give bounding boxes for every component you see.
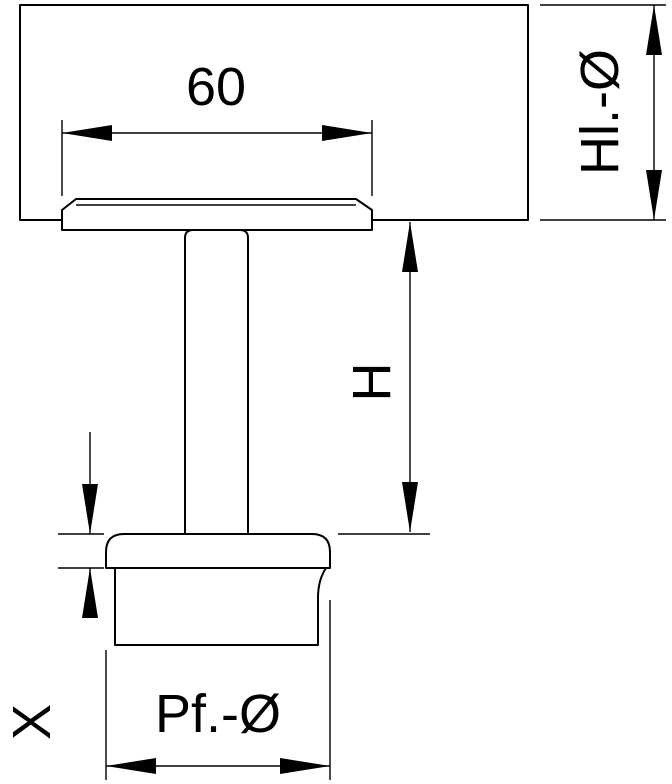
dim-x-arrow-top — [82, 484, 98, 534]
dim-hl-arrow-bottom — [646, 170, 662, 220]
dim-h-label: H — [342, 363, 402, 402]
stem — [184, 229, 249, 534]
post-cap — [105, 533, 331, 569]
dim-pf-arrow-right — [280, 758, 330, 774]
dim-hl-label: Hl.-Ø — [570, 49, 630, 175]
dim-h-arrow-top — [402, 222, 418, 272]
saddle-plate — [61, 198, 373, 231]
post-body — [114, 567, 327, 646]
dim-60-arrow-left — [62, 125, 112, 141]
dim-60-arrow-right — [322, 125, 372, 141]
dim-hl-arrow-top — [646, 5, 662, 55]
handrail-block — [19, 4, 529, 221]
dim-h-arrow-bottom — [402, 482, 418, 532]
dim-pf-arrow-left — [106, 758, 156, 774]
dim-x-label: X — [2, 704, 62, 740]
dim-pf-label: Pf.-Ø — [155, 684, 281, 744]
dim-x-arrow-bottom — [82, 568, 98, 618]
dim-60-label: 60 — [186, 57, 246, 117]
